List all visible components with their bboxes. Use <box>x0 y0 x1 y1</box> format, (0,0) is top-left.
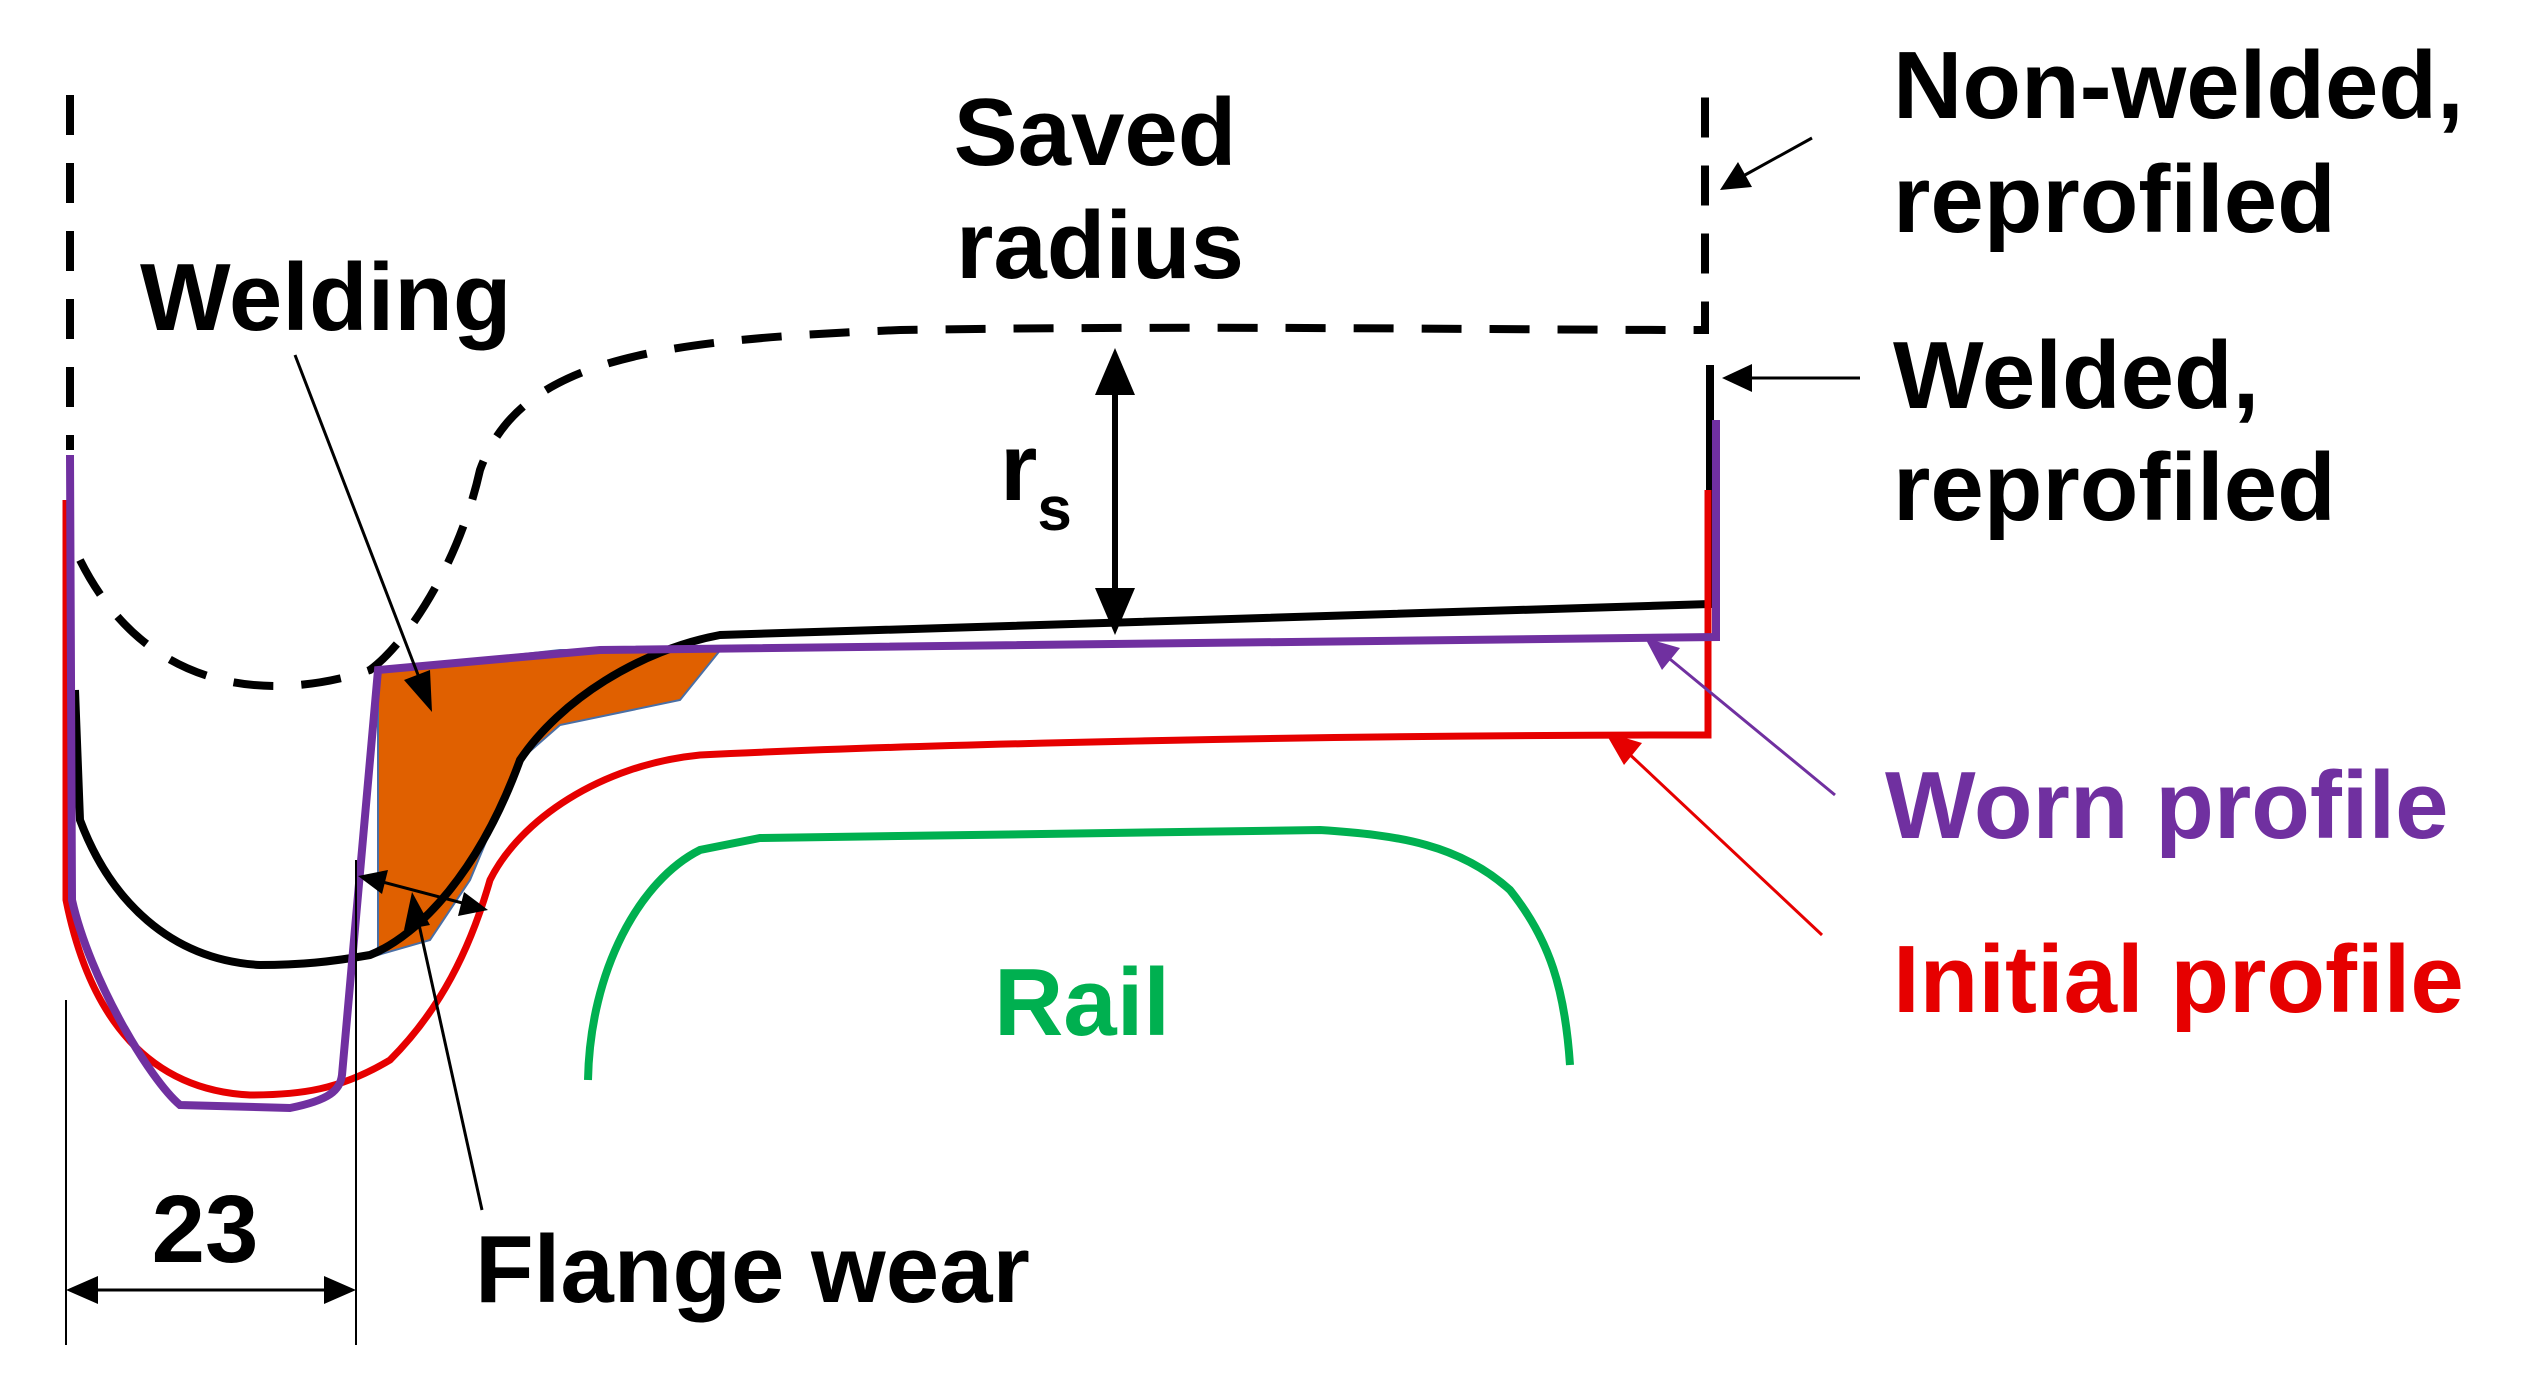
saved-radius-symbol: rs <box>1000 414 1072 544</box>
flange-wear-width-head-right <box>458 892 488 916</box>
flange-wear-width-head-left <box>358 870 388 894</box>
non-welded-label-line1: Non-welded, <box>1893 32 2464 139</box>
initial-profile-line <box>62 490 1712 1099</box>
welded-label-line1: Welded, <box>1893 322 2259 429</box>
welded-label-line2: reprofiled <box>1893 434 2336 541</box>
welding-label: Welding <box>140 244 512 351</box>
welding-pointer <box>293 354 422 681</box>
flange-wear-label: Flange wear <box>475 1216 1030 1323</box>
rail-label: Rail <box>994 949 1170 1056</box>
dimension-value: 23 <box>152 1176 259 1283</box>
initial-profile-pointer <box>1623 748 1824 937</box>
non-welded-label-line2: reprofiled <box>1893 146 2336 253</box>
saved-radius-label: Saved <box>954 79 1237 186</box>
saved-radius-symbol-sub: s <box>1037 475 1071 544</box>
flange-wear-width-arrow <box>374 878 471 907</box>
non-welded-pointer <box>1744 136 1813 177</box>
dimension-arrowhead-right <box>324 1276 356 1304</box>
flange-wear-pointer-head <box>404 892 430 930</box>
worn-profile-pointer <box>1664 653 1836 797</box>
saved-radius-label-line2: radius <box>956 192 1244 299</box>
rail-line <box>584 825 1574 1081</box>
worn-profile-pointer-head <box>1645 638 1680 670</box>
welded-pointer-head <box>1722 364 1752 392</box>
saved-radius-label-2: radius <box>956 192 1244 299</box>
non-welded-pointer-head <box>1720 162 1752 190</box>
worn-profile-line <box>66 420 1720 1113</box>
initial-profile-pointer-head <box>1605 732 1642 765</box>
dimension-arrowhead-left <box>66 1276 98 1304</box>
worn-profile-label: Worn profile <box>1885 752 2449 859</box>
welded-profile-line <box>71 365 1714 970</box>
welding-pointer-head <box>404 670 432 712</box>
saved-radius-arrowhead-bottom <box>1095 588 1135 635</box>
flange-wear-pointer <box>416 919 484 1211</box>
saved-radius-arrowhead-top <box>1095 348 1135 395</box>
initial-profile-label: Initial profile <box>1893 926 2464 1033</box>
saved-radius-symbol-main: r <box>1000 414 1037 521</box>
non-welded-profile-line <box>66 90 1709 690</box>
saved-radius-label-line1: Saved <box>954 79 1237 186</box>
